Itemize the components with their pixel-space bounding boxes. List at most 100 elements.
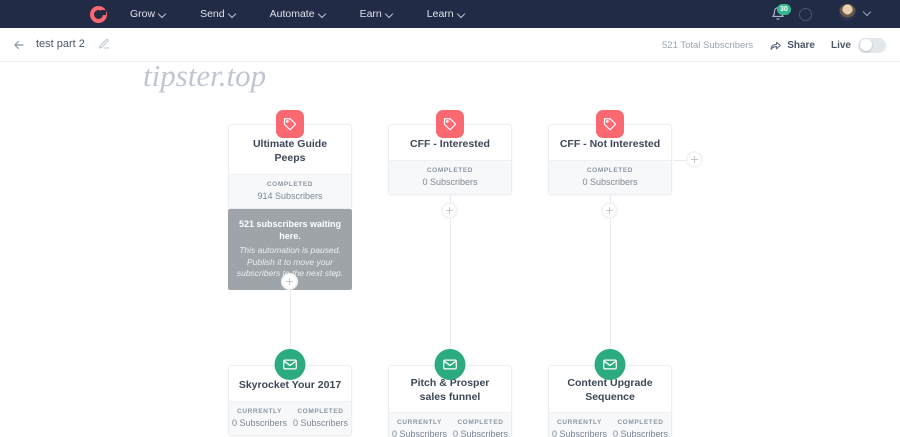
toggle-knob bbox=[859, 39, 872, 51]
workflow-name[interactable]: test part 2 bbox=[36, 38, 85, 50]
nav-item-earn[interactable]: Earn bbox=[360, 8, 393, 20]
add-step-button[interactable] bbox=[686, 151, 703, 168]
node-stat: COMPLETED 0 Subscribers bbox=[610, 419, 671, 437]
node-stat-value: 0 Subscribers bbox=[452, 429, 509, 437]
node-stat: COMPLETED 0 Subscribers bbox=[450, 419, 511, 437]
node-stats: COMPLETED 0 Subscribers bbox=[389, 160, 511, 194]
node-stat-label: CURRENTLY bbox=[237, 408, 282, 415]
node-stat-label: COMPLETED bbox=[266, 181, 314, 188]
node-stat-value: 0 Subscribers bbox=[551, 429, 608, 437]
node-stats: CURRENTLY 0 Subscribers COMPLETED 0 Subs… bbox=[389, 412, 511, 437]
node-stats: COMPLETED 914 Subscribers bbox=[229, 174, 351, 208]
notification-badge: 30 bbox=[777, 4, 791, 15]
node-stat-label: CURRENTLY bbox=[397, 419, 442, 426]
node-stat-value: 0 Subscribers bbox=[582, 177, 638, 187]
add-step-button[interactable] bbox=[601, 202, 618, 219]
nav-item-grow[interactable]: Grow bbox=[130, 8, 166, 20]
email-icon bbox=[434, 349, 466, 380]
nav-item-send[interactable]: Send bbox=[200, 8, 236, 20]
live-toggle-group: Live bbox=[830, 37, 886, 53]
share-label: Share bbox=[787, 39, 815, 51]
chevron-down-icon bbox=[864, 9, 872, 17]
paused-title: 521 subscribers waiting here. bbox=[238, 219, 342, 241]
workflow-node-cff-interested[interactable]: CFF - Interested COMPLETED 0 Subscribers bbox=[388, 110, 512, 195]
node-card[interactable]: Pitch & Prosper sales funnel CURRENTLY 0… bbox=[388, 365, 512, 437]
node-card[interactable]: Skyrocket Your 2017 CURRENTLY 0 Subscrib… bbox=[228, 365, 352, 436]
connector-line bbox=[674, 159, 688, 161]
node-title: Pitch & Prosper sales funnel bbox=[410, 377, 490, 403]
notifications-button[interactable]: 30 bbox=[771, 4, 791, 22]
node-stats: CURRENTLY 0 Subscribers COMPLETED 0 Subs… bbox=[549, 412, 671, 437]
nav-item-automate[interactable]: Automate bbox=[270, 8, 326, 20]
chevron-down-icon bbox=[319, 10, 326, 17]
node-stat: CURRENTLY 0 Subscribers bbox=[229, 408, 290, 428]
convertkit-logo-icon[interactable] bbox=[86, 2, 110, 26]
connector-line bbox=[609, 190, 611, 410]
node-stat-label: COMPLETED bbox=[426, 167, 474, 174]
chevron-down-icon bbox=[159, 10, 166, 17]
nav-item-label: Send bbox=[200, 8, 225, 20]
node-stat-label: CURRENTLY bbox=[557, 419, 602, 426]
node-card[interactable]: Ultimate Guide Peeps COMPLETED 914 Subsc… bbox=[228, 124, 352, 209]
nav-utility-group: 30 bbox=[771, 0, 812, 28]
share-icon bbox=[770, 41, 782, 50]
circle-icon[interactable] bbox=[799, 7, 812, 21]
node-stat-value: 0 Subscribers bbox=[231, 418, 288, 428]
avatar bbox=[839, 4, 856, 21]
nav-item-label: Earn bbox=[359, 8, 382, 20]
tag-icon bbox=[596, 110, 624, 138]
nav-item-label: Grow bbox=[130, 8, 156, 20]
node-title: CFF - Not Interested bbox=[559, 138, 661, 150]
node-stats: COMPLETED 0 Subscribers bbox=[549, 160, 671, 194]
node-stats: CURRENTLY 0 Subscribers COMPLETED 0 Subs… bbox=[229, 401, 351, 435]
workflow-node-skyrocket-your-2017[interactable]: Skyrocket Your 2017 CURRENTLY 0 Subscrib… bbox=[228, 349, 352, 436]
subheader-actions: 521 Total Subscribers Share Live bbox=[662, 28, 886, 62]
back-arrow-icon[interactable] bbox=[12, 38, 26, 52]
node-stat: COMPLETED 0 Subscribers bbox=[549, 167, 671, 187]
workflow-node-cff-not-interested[interactable]: CFF - Not Interested COMPLETED 0 Subscri… bbox=[548, 110, 672, 195]
share-button[interactable]: Share bbox=[769, 39, 815, 52]
chevron-down-icon bbox=[229, 10, 236, 17]
email-icon bbox=[594, 349, 626, 380]
watermark-primary: WORKFLOW bbox=[39, 62, 386, 72]
connector-line bbox=[449, 190, 451, 410]
add-step-button[interactable] bbox=[441, 202, 458, 219]
node-stat: COMPLETED 914 Subscribers bbox=[229, 181, 351, 201]
node-stat-label: COMPLETED bbox=[617, 419, 664, 426]
top-navigation-bar: Grow Send Automate Earn Learn 30 bbox=[0, 0, 900, 28]
node-stat: CURRENTLY 0 Subscribers bbox=[549, 419, 610, 437]
pencil-icon[interactable] bbox=[98, 38, 110, 50]
account-menu-button[interactable] bbox=[839, 4, 872, 21]
live-toggle[interactable] bbox=[858, 37, 886, 53]
node-title: Skyrocket Your 2017 bbox=[238, 379, 342, 391]
node-stat-label: COMPLETED bbox=[586, 167, 634, 174]
node-stat-value: 914 Subscribers bbox=[257, 191, 323, 201]
chevron-down-icon bbox=[386, 10, 393, 17]
tag-icon bbox=[436, 110, 464, 138]
nav-item-learn[interactable]: Learn bbox=[427, 8, 465, 20]
node-stat: CURRENTLY 0 Subscribers bbox=[389, 419, 450, 437]
node-stat-value: 0 Subscribers bbox=[422, 177, 478, 187]
node-stat-value: 0 Subscribers bbox=[391, 429, 448, 437]
workflow-canvas[interactable]: Ultimate Guide Peeps COMPLETED 914 Subsc… bbox=[0, 62, 900, 437]
live-label: Live bbox=[830, 39, 851, 51]
add-step-button[interactable] bbox=[281, 273, 298, 290]
total-subscribers-count: 521 Total Subscribers bbox=[662, 39, 754, 51]
tag-icon bbox=[276, 110, 304, 138]
workflow-node-pitch-prosper-sales-funnel[interactable]: Pitch & Prosper sales funnel CURRENTLY 0… bbox=[388, 349, 512, 437]
node-title: Content Upgrade Sequence bbox=[567, 377, 653, 403]
node-title: CFF - Interested bbox=[410, 138, 490, 150]
workflow-subheader: test part 2 521 Total Subscribers Share … bbox=[0, 28, 900, 62]
email-icon bbox=[274, 349, 306, 380]
node-stat-value: 0 Subscribers bbox=[612, 429, 669, 437]
node-stat-label: COMPLETED bbox=[297, 408, 344, 415]
workflow-node-content-upgrade-sequence[interactable]: Content Upgrade Sequence CURRENTLY 0 Sub… bbox=[548, 349, 672, 437]
node-stat-label: COMPLETED bbox=[457, 419, 504, 426]
chevron-down-icon bbox=[458, 10, 465, 17]
connector-line bbox=[289, 272, 291, 404]
workflow-node-ultimate-guide-peeps[interactable]: Ultimate Guide Peeps COMPLETED 914 Subsc… bbox=[228, 110, 352, 290]
nav-item-label: Automate bbox=[269, 8, 315, 20]
node-stat-value: 0 Subscribers bbox=[292, 418, 349, 428]
watermark-secondary: tipster.top bbox=[143, 62, 267, 93]
node-stat: COMPLETED 0 Subscribers bbox=[389, 167, 511, 187]
